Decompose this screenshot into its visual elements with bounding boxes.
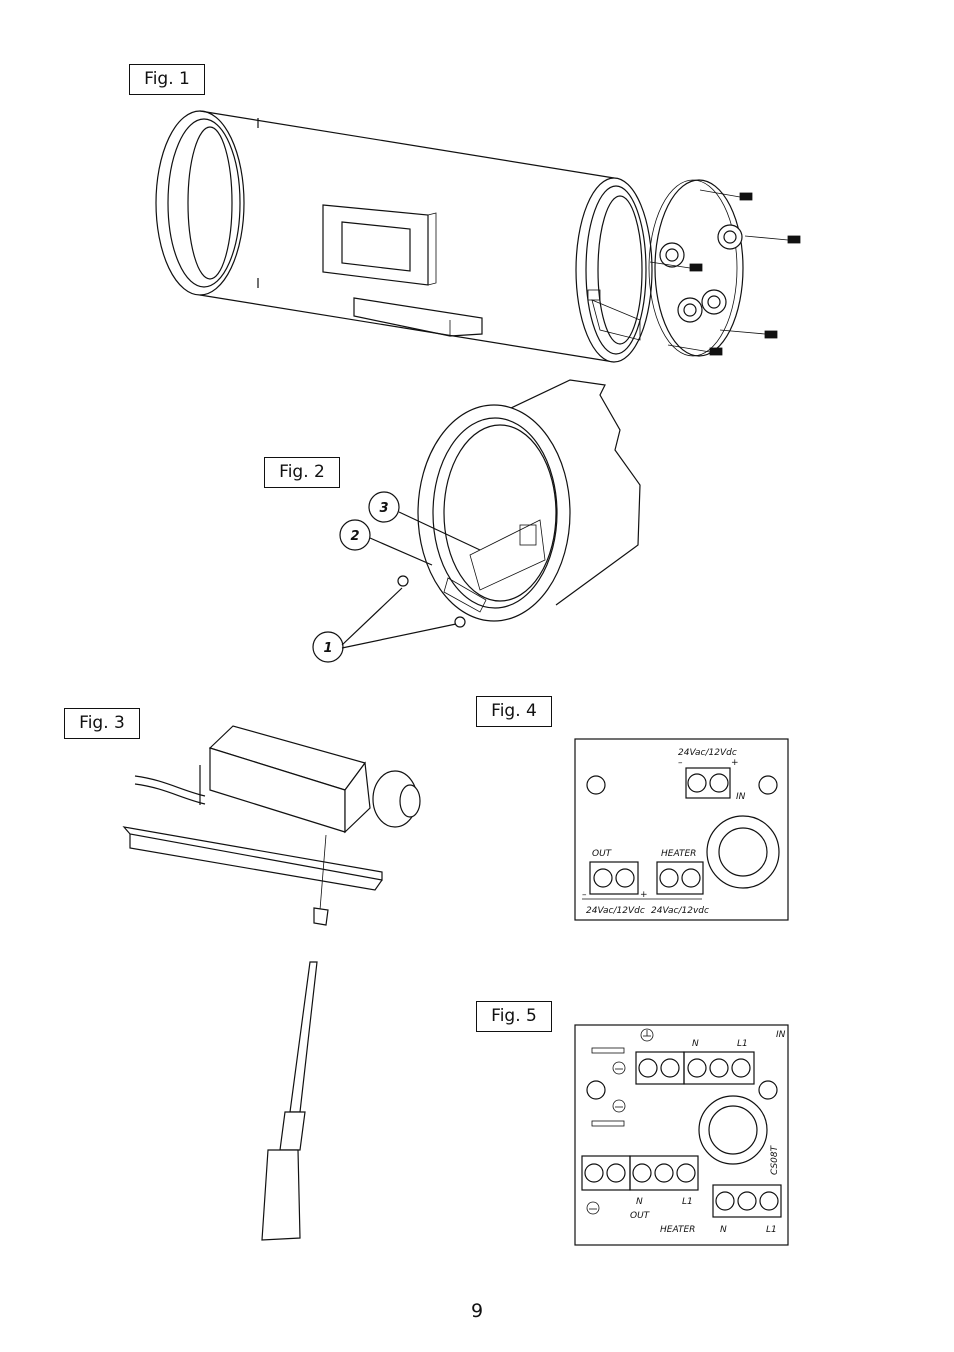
- fig1-label: Fig. 1: [129, 64, 205, 95]
- fig3-label: Fig. 3: [64, 708, 140, 739]
- callout-1: 1: [312, 587, 457, 663]
- svg-text:24Vac/12Vdc: 24Vac/12Vdc: [678, 748, 737, 758]
- svg-text:OUT: OUT: [630, 1211, 651, 1221]
- svg-text:HEATER: HEATER: [661, 849, 696, 859]
- fig4-label: Fig. 4: [476, 696, 552, 727]
- mounting-hole-icon: [758, 775, 778, 795]
- page-number: 9: [470, 1300, 484, 1322]
- callout-2: 2: [339, 519, 433, 566]
- svg-text:OUT: OUT: [592, 849, 613, 859]
- svg-text:+: +: [731, 758, 739, 768]
- svg-text:N: N: [720, 1225, 727, 1235]
- svg-text:HEATER: HEATER: [660, 1225, 695, 1235]
- svg-text:24Vac/12vdc: 24Vac/12vdc: [651, 906, 709, 916]
- svg-text:L1: L1: [766, 1225, 777, 1235]
- fig5-label: Fig. 5: [476, 1001, 552, 1032]
- svg-text:1: 1: [323, 641, 332, 656]
- cable-gland-icon: [706, 815, 780, 889]
- svg-text:+: +: [640, 890, 648, 900]
- screw-icon: [649, 189, 801, 356]
- svg-text:N: N: [636, 1197, 643, 1207]
- screw-icon: [397, 575, 466, 628]
- svg-text:IN: IN: [776, 1030, 786, 1040]
- svg-text:L1: L1: [682, 1197, 693, 1207]
- svg-text:–: –: [582, 890, 587, 900]
- mounting-hole-icon: [586, 1080, 606, 1100]
- svg-text:IN: IN: [736, 792, 746, 802]
- fig2-label: Fig. 2: [264, 457, 340, 488]
- svg-text:24Vac/12Vdc: 24Vac/12Vdc: [586, 906, 645, 916]
- svg-text:L1: L1: [737, 1039, 748, 1049]
- svg-text:CS08T: CS08T: [770, 1144, 780, 1175]
- svg-text:–: –: [678, 758, 683, 768]
- cable-gland-icon: [659, 224, 743, 323]
- mounting-hole-icon: [586, 775, 606, 795]
- callout-3: 3: [368, 491, 481, 551]
- mounting-hole-icon: [758, 1080, 778, 1100]
- fuse-icon: [591, 1047, 625, 1127]
- svg-text:3: 3: [379, 501, 388, 516]
- svg-text:2: 2: [350, 529, 359, 544]
- svg-text:N: N: [692, 1039, 699, 1049]
- ground-icon: [586, 1028, 654, 1215]
